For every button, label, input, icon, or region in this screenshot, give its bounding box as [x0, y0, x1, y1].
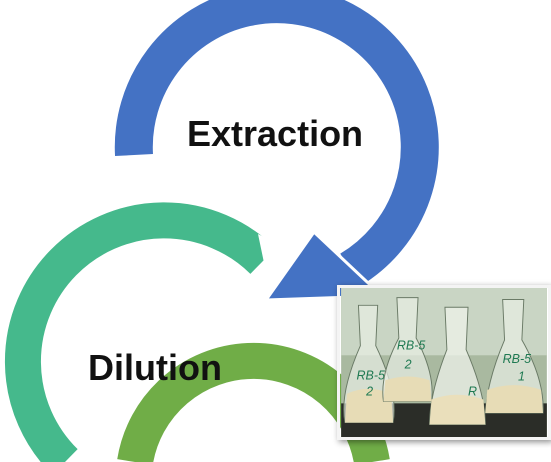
flask-label: RB-5 — [397, 339, 426, 353]
flask-label: 2 — [365, 385, 373, 399]
flask-3: R — [429, 306, 486, 425]
flask-label: R — [468, 385, 477, 399]
flask-label: 2 — [404, 358, 412, 372]
flask-label: 1 — [518, 369, 525, 383]
dilution-label: Dilution — [88, 347, 222, 388]
flask-label: RB-5 — [357, 368, 386, 382]
flask-1: RB-5 2 — [343, 304, 395, 424]
dilution-arrow-stub — [258, 234, 290, 282]
flasks-photo: RB-5 2 RB-5 2 R RB-5 1 — [337, 285, 551, 440]
dilution-ring — [4, 202, 276, 462]
extraction-label: Extraction — [187, 113, 364, 154]
flask-label: RB-5 — [503, 352, 532, 366]
extraction-ring — [114, 0, 439, 287]
flask-2: RB-5 2 — [382, 297, 433, 402]
flask-4: RB-5 1 — [484, 299, 544, 414]
extraction-arrowhead — [263, 229, 386, 302]
